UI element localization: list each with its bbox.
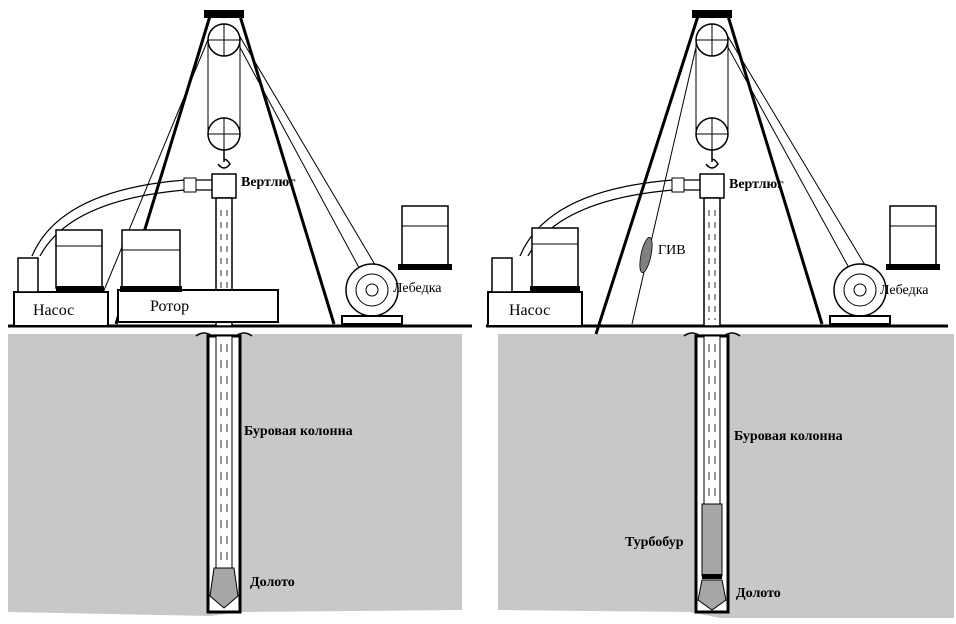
winch-label: Лебедка [393, 281, 442, 296]
right-rig: ГИВ Насос Лебедка Вертлюг [486, 10, 954, 618]
turbodrill [701, 503, 723, 577]
rotor-motor [121, 229, 181, 289]
winch-drum [345, 263, 399, 317]
drill-bit [209, 567, 239, 609]
bit-label-right: Долото [736, 586, 781, 601]
swivel-label-right: Вертлюг [729, 177, 784, 192]
drill-string-label: Буровая колонна [244, 424, 353, 439]
pump-motor [55, 229, 103, 289]
guy-line-3 [235, 39, 371, 289]
winch-label-right: Лебедка [880, 283, 929, 298]
derrick-leg-right-right [726, 15, 824, 325]
kelly-hose [31, 179, 212, 257]
pump-label: Насос [33, 302, 74, 319]
drill-string-label-right: Буровая колонна [734, 429, 843, 444]
pump-body [13, 291, 109, 327]
winch-motor [401, 205, 449, 267]
bit-label: Долото [250, 575, 295, 590]
turbodrill-label: Турбобур [625, 535, 684, 550]
rotor-label: Ротор [150, 298, 189, 315]
winch-motor-right [889, 205, 937, 267]
derrick-leg-right [238, 15, 336, 325]
hook-right [705, 150, 719, 169]
deadline [631, 29, 701, 325]
drill-bit-right [697, 579, 727, 611]
left-rig: Насос Ротор Лебедка Вертлюг Буровая коло… [8, 10, 472, 616]
swivel-label: Вертлюг [241, 175, 296, 190]
winch-base [341, 315, 403, 325]
swivel [211, 173, 237, 199]
drill-pipe-right [703, 197, 721, 327]
kelly-hose-right [519, 179, 700, 257]
derrick-leg-left-right [594, 15, 700, 335]
pump-tank [17, 257, 39, 293]
guy-line-2 [235, 29, 391, 291]
rotor-body [117, 289, 279, 323]
drill-string [215, 335, 233, 569]
swivel-right [699, 173, 725, 199]
weight-indicator [639, 236, 653, 274]
pump-label-right: Насос [509, 302, 550, 319]
winch-drum-right [833, 263, 887, 317]
weight-indicator-label: ГИВ [658, 243, 686, 258]
hook [217, 150, 231, 169]
crown-block-right [692, 10, 732, 18]
crown-block [204, 10, 244, 18]
guy-line-1 [99, 29, 213, 301]
